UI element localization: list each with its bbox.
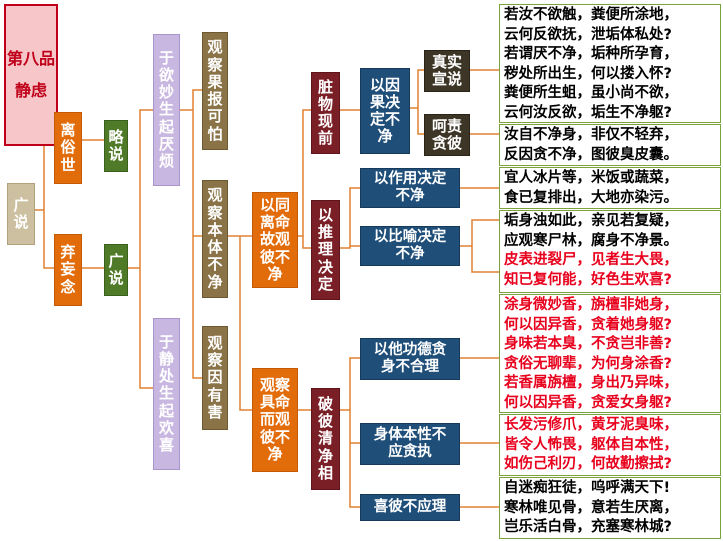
node-yibiyu: 以比喻决定不净 <box>360 226 460 266</box>
node-yituili: 以推理决定 <box>311 200 340 300</box>
node-label: 观察因有害 <box>207 333 223 421</box>
verse-line: 秽处所出生，何以搂入怀? <box>504 65 672 82</box>
verse-box-3: 宜人冰片等，米饭或蔬菜， 食已复排出，大地亦染污。 <box>499 167 721 209</box>
node-label: 喜彼不应理 <box>373 499 447 516</box>
node-yiyinguo: 以因果决定不净 <box>360 68 410 154</box>
node-label: 以作用决定不净 <box>373 171 447 204</box>
verse-line-red: 身味若本臭，不贪岂非善? <box>504 336 672 352</box>
verse-box-7: 自迷痴狂徒，呜呼满天下! 寒林唯见骨，意若生厌离， 岂乐活白骨，充塞寒林城? <box>499 477 721 539</box>
node-label: 广说 <box>13 195 29 231</box>
verse-line-red: 皮表进裂尸，见者生大畏， <box>504 252 678 268</box>
verse-line: 食已复排出，大地亦染污。 <box>504 189 678 206</box>
node-yitagongde: 以他功德贪身不合理 <box>360 338 460 380</box>
node-guangshuo-root: 广说 <box>7 183 35 245</box>
node-lueshuo: 略说 <box>104 120 128 172</box>
verse-line-red: 何以因异香，贪着她身躯? <box>504 316 672 333</box>
node-label: 脏物现前 <box>317 77 333 148</box>
node-yujingchu: 于静处生起欢喜 <box>153 318 180 470</box>
verse-line-red: 何以因异香，贪爱女身躯? <box>504 394 672 411</box>
verse-line-red: 皆令人怖畏，躯体自本性， <box>504 436 678 453</box>
verse-line: 岂乐活白骨，充塞寒林城? <box>504 519 672 535</box>
chapter-title-box: 第八品 静虑 <box>4 4 58 146</box>
node-guangshuo2: 广说 <box>104 244 128 296</box>
node-label: 弃妄念 <box>60 243 76 296</box>
node-label: 广说 <box>108 251 124 287</box>
node-label: 真实宣说 <box>431 52 462 88</box>
node-guanchajuming: 观察具命而观彼不净 <box>252 368 298 472</box>
verse-line-red: 若香属旃檀，身出乃异味， <box>504 375 678 391</box>
node-guancha-guobao: 观察果报可怕 <box>202 32 228 150</box>
node-yuyumiao: 于欲妙生起厌烦 <box>153 34 180 186</box>
node-label: 身体本性不应贪执 <box>373 427 447 460</box>
node-yizuoyong: 以作用决定不净 <box>360 168 460 208</box>
verse-line-red: 长发污修爪，黄牙泥臭味， <box>504 417 678 433</box>
node-label: 以推理决定 <box>317 205 333 293</box>
node-lisushi: 离俗世 <box>54 112 82 184</box>
verse-box-5: 涂身微妙香，旃檀非她身， 何以因异香，贪着她身躯? 身味若本臭，不贪岂非善? 贪… <box>499 294 721 413</box>
verse-line: 宜人冰片等，米饭或蔬菜， <box>504 170 678 186</box>
verse-box-1: 若汝不欲触，粪便所涂地， 云何反欲抚，泄垢体私处? 若谓厌不净，垢种所孕育， 秽… <box>499 4 721 123</box>
verse-line-red: 贪俗无聊辈，为何身涂香? <box>504 355 672 372</box>
verse-line: 云何汝反欲，垢生不净躯? <box>504 104 672 121</box>
node-yitongliming: 以同离命故观彼不净 <box>252 192 298 288</box>
node-label: 以比喻决定不净 <box>373 229 447 262</box>
verse-line: 若谓厌不净，垢种所孕育， <box>504 46 678 62</box>
node-zhenshi: 真实宣说 <box>424 50 470 92</box>
node-label: 略说 <box>108 127 124 163</box>
verse-box-4: 垢身浊如此，亲见若复疑， 应观寒尸林，腐身不净景。 皮表进裂尸，见者生大畏， 知… <box>499 210 721 293</box>
node-qiwangnian: 弃妄念 <box>54 234 82 306</box>
node-label: 观察果报可怕 <box>207 38 223 143</box>
node-pobiqingjing: 破彼清净相 <box>311 388 340 490</box>
verse-line: 若汝不欲触，粪便所涂地， <box>504 7 678 23</box>
node-label: 观察本体不净 <box>207 186 223 291</box>
verse-line-red: 涂身微妙香，旃檀非她身， <box>504 297 678 313</box>
verse-line: 汝自不净身，非仅不轻弃， <box>504 127 678 143</box>
chapter-name: 静虑 <box>14 81 47 100</box>
node-label: 观察具命而观彼不净 <box>259 375 290 463</box>
verse-line: 垢身浊如此，亲见若复疑， <box>504 213 678 229</box>
node-label: 以他功德贪身不合理 <box>373 342 447 375</box>
verse-line: 云何反欲抚，泄垢体私处? <box>504 26 672 43</box>
node-label: 呵责贪彼 <box>431 116 462 152</box>
verse-line: 应观寒尸林，腐身不净景。 <box>504 232 678 249</box>
chapter-number: 第八品 <box>6 48 55 68</box>
node-zangwu: 脏物现前 <box>311 72 340 154</box>
verse-line: 反因贪不净，图彼臭皮囊。 <box>504 146 678 163</box>
node-label: 于欲妙生起厌烦 <box>158 48 174 171</box>
verse-box-2: 汝自不净身，非仅不轻弃， 反因贪不净，图彼臭皮囊。 <box>499 124 721 166</box>
verse-line: 粪便所生蛆，虽小尚不欲， <box>504 85 678 101</box>
verse-line: 自迷痴狂徒，呜呼满天下! <box>504 480 671 496</box>
node-label: 破彼清净相 <box>317 394 333 482</box>
verse-box-6: 长发污修爪，黄牙泥臭味， 皆令人怖畏，躯体自本性， 如伤己利刃，何故勤擦拭? <box>499 414 721 476</box>
node-hezetanbi: 呵责贪彼 <box>424 114 470 156</box>
verse-line: 寒林唯见骨，意若生厌离， <box>504 499 678 516</box>
node-xibibuyingli: 喜彼不应理 <box>360 494 460 521</box>
node-label: 于静处生起欢喜 <box>158 332 174 455</box>
verse-line-red: 知已复何能，好色生欢喜? <box>504 271 672 288</box>
node-label: 以同离命故观彼不净 <box>259 195 290 283</box>
verse-line-red: 如伤己利刃，何故勤擦拭? <box>504 456 672 472</box>
node-shentibenxing: 身体本性不应贪执 <box>360 423 460 465</box>
node-label: 离俗世 <box>60 121 76 174</box>
node-guancha-yinyouhai: 观察因有害 <box>202 326 228 430</box>
node-label: 以因果决定不净 <box>369 75 400 146</box>
node-guancha-benti: 观察本体不净 <box>202 180 228 298</box>
